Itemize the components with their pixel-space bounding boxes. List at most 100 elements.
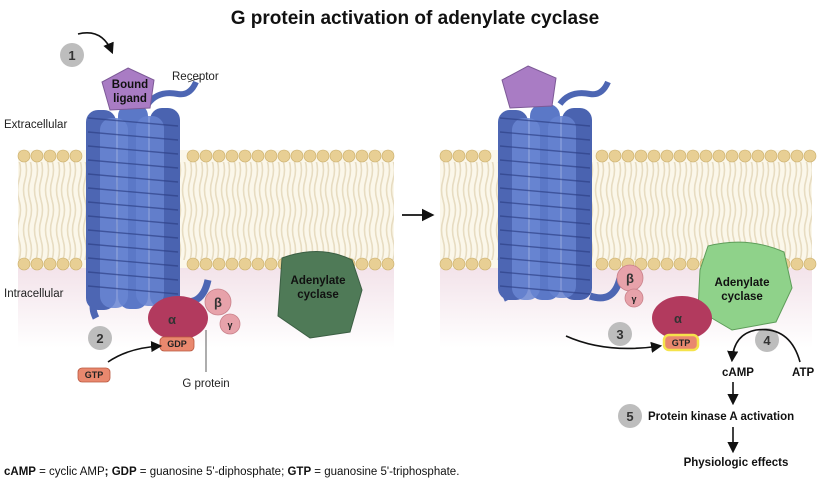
alpha-left-label: α [168,312,176,327]
g-protein-label: G protein [182,378,229,390]
lipid-head [368,149,382,163]
lipid-head [355,257,369,271]
helix-stripe [499,243,591,253]
lipid-head [452,257,466,271]
lipid-head [790,149,804,163]
lipid-head [660,257,674,271]
adenylate-left-line1: Adenylate [291,275,346,287]
alpha-gtp-right [652,296,712,352]
bound-ligand-label-line2: ligand [113,93,147,105]
helix-stripe [87,145,179,155]
footnote: cAMP = cyclic AMP; GDP = guanosine 5'-di… [4,466,459,478]
helix-stripe [87,201,179,211]
lipid-head [381,257,395,271]
adenylate-right-line2: cyclase [721,291,763,303]
extracellular-label: Extracellular [4,119,67,131]
bound-ligand-label-line1: Bound [112,79,148,91]
beta-left-label: β [214,295,222,310]
helix-stripe [499,159,591,169]
lipid-head [264,149,278,163]
receptor-label: Receptor [172,71,219,83]
lipid-head [751,149,765,163]
footnote-key-camp: cAMP [4,466,36,478]
footnote-key-gtp: GTP [287,466,312,478]
lipid-head [329,149,343,163]
lipid-head [660,149,674,163]
lipid-head [465,257,479,271]
lipid-head [69,257,83,271]
lipid-head [777,149,791,163]
lipid-head [56,149,70,163]
footnote-def-camp: = cyclic AMP [35,466,105,478]
helix-stripe [87,285,179,295]
lipid-head [303,149,317,163]
lipid-head [595,257,609,271]
lipid-head [251,257,265,271]
step-3-label: 3 [616,327,623,342]
step-2-arrow [107,340,163,363]
lipid-head [30,149,44,163]
physiologic-label: Physiologic effects [684,457,789,469]
left-panel: Extracellular Intracellular Receptor Bou… [4,32,395,390]
lipid-head [478,149,492,163]
step-2-circle [88,326,112,350]
lipid-head [738,149,752,163]
helix-stripe [87,173,179,183]
lipid-head [30,257,44,271]
lipid-head [199,149,213,163]
helix-stripe [87,215,179,225]
lipid-head [790,257,804,271]
lipid-head [803,149,817,163]
helix-stripe [87,243,179,253]
gtp-free-pill [77,367,111,383]
lipid-head [199,257,213,271]
lipid-head [17,149,31,163]
step-3-circle [608,322,632,346]
footnote-def-gtp: = guanosine 5'-triphosphate. [311,466,460,478]
lipid-head [251,149,265,163]
lipid-head [465,149,479,163]
g-protein-left [148,288,241,372]
right-panel: β γ Adenylate cyclase α GTP 3 4 cAMP ATP… [439,65,817,469]
helix-stripe [87,131,179,141]
lipid-head [725,149,739,163]
helix-stripe [499,215,591,225]
lipid-head [673,257,687,271]
helix-stripe [499,173,591,183]
lipid-head [186,257,200,271]
lipid-head [316,149,330,163]
gdp-label: GDP [167,339,187,349]
lipid-head [277,149,291,163]
lipid-head [368,257,382,271]
atp-to-camp-arrow [727,328,801,363]
lipid-head [803,257,817,271]
lipid-head [238,257,252,271]
gamma-right-label: γ [631,294,636,304]
helix-stripe [499,187,591,197]
lipid-head [673,149,687,163]
lipid-head [634,149,648,163]
step-1-circle [60,43,84,67]
helix-stripe [499,229,591,239]
lipid-head [478,257,492,271]
helix-stripe [499,201,591,211]
lipid-head [699,149,713,163]
helix-stripe [499,285,591,295]
helix-stripe [87,257,179,267]
helix-stripe [87,187,179,197]
lipid-head [225,257,239,271]
lipid-head [43,257,57,271]
adenylate-cyclase-active [697,241,793,331]
lipid-head [608,149,622,163]
lipid-head [647,149,661,163]
adenylate-left-line2: cyclase [297,289,339,301]
lipid-head [225,149,239,163]
lipid-head [186,149,200,163]
receptor-left [86,77,212,320]
lipid-head [264,257,278,271]
step-3-arrow [565,335,663,353]
step-1-label: 1 [68,48,75,63]
lipid-head [342,149,356,163]
lipid-head [290,149,304,163]
